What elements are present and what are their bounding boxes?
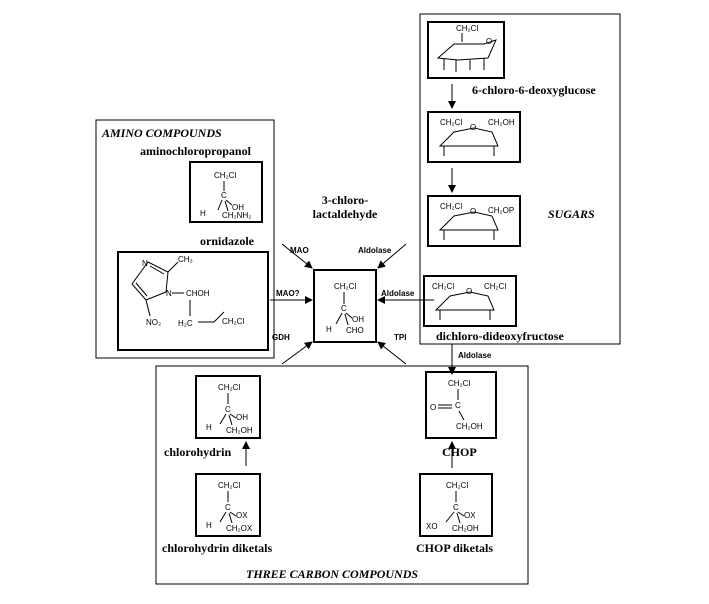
furanose-2-structure: CH₂Cl CH₂OP O: [427, 195, 521, 247]
chlorodeoxyglucose-structure: CH₂Cl O: [427, 21, 505, 79]
svg-text:CH₂Cl: CH₂Cl: [440, 118, 462, 127]
enzyme-aldolase-mid: Aldolase: [381, 289, 415, 298]
dichlorofructose-structure: CH₂Cl CH₂Cl O: [423, 275, 517, 327]
svg-text:NO₂: NO₂: [146, 318, 161, 327]
label-chlorohydrin-diketals: chlorohydrin diketals: [162, 541, 272, 555]
svg-text:O: O: [486, 37, 492, 46]
svg-text:CHO: CHO: [346, 326, 364, 335]
svg-text:OH: OH: [232, 203, 244, 212]
svg-text:CH₂OH: CH₂OH: [452, 524, 479, 533]
svg-text:C: C: [225, 405, 231, 414]
enzyme-tpi: TPI: [394, 333, 406, 342]
svg-text:H₂C: H₂C: [178, 319, 193, 328]
svg-text:CH₂Cl: CH₂Cl: [214, 171, 236, 180]
label-dichlorodideoxyfructose: dichloro-dideoxyfructose: [436, 329, 564, 343]
svg-text:XO: XO: [426, 522, 438, 531]
svg-text:CH₂Cl: CH₂Cl: [222, 317, 244, 326]
section-title-three-carbon: THREE CARBON COMPOUNDS: [246, 567, 418, 581]
svg-text:CH₂Cl: CH₂Cl: [440, 202, 462, 211]
label-ornidazole: ornidazole: [200, 234, 255, 248]
furanose-1-structure: CH₂Cl CH₂OH O: [427, 111, 521, 163]
svg-text:C: C: [453, 503, 459, 512]
enzyme-aldolase-down: Aldolase: [458, 351, 492, 360]
svg-text:N: N: [142, 259, 148, 268]
svg-text:H: H: [326, 325, 332, 334]
svg-text:O: O: [466, 287, 472, 296]
svg-text:C: C: [455, 401, 461, 410]
svg-text:CH₂OX: CH₂OX: [226, 524, 253, 533]
svg-text:CH₂Cl: CH₂Cl: [218, 481, 240, 490]
svg-text:CH₂Cl: CH₂Cl: [456, 24, 478, 33]
label-chop: CHOP: [442, 445, 477, 459]
svg-text:CH₂NH₂: CH₂NH₂: [222, 211, 251, 220]
svg-text:N: N: [166, 289, 172, 298]
svg-text:H: H: [206, 423, 212, 432]
svg-text:CH₂Cl: CH₂Cl: [218, 383, 240, 392]
svg-text:CH₃: CH₃: [178, 255, 193, 264]
svg-text:OX: OX: [464, 511, 476, 520]
svg-text:C: C: [341, 304, 347, 313]
label-chlorodeoxyglucose: 6-chloro-6-deoxyglucose: [472, 83, 596, 97]
svg-text:C: C: [225, 503, 231, 512]
svg-text:CH₂OH: CH₂OH: [226, 426, 253, 435]
label-lactaldehyde-1: 3-chloro-: [322, 193, 368, 207]
svg-text:O: O: [470, 207, 476, 216]
svg-text:CH₂OH: CH₂OH: [488, 118, 515, 127]
chlorohydrin-structure: CH₂Cl C OH H CH₂OH: [195, 375, 261, 439]
label-chlorohydrin: chlorohydrin: [164, 445, 231, 459]
svg-text:CHOH: CHOH: [186, 289, 210, 298]
svg-text:O: O: [470, 123, 476, 132]
three-carbon-panel: [155, 365, 529, 585]
svg-text:CH₂Cl: CH₂Cl: [334, 282, 356, 291]
enzyme-mao-question: MAO?: [276, 289, 300, 298]
section-title-sugars: SUGARS: [548, 207, 595, 221]
svg-text:OH: OH: [236, 413, 248, 422]
lactaldehyde-structure: CH₂Cl C OH H CHO: [313, 269, 377, 343]
chop-diketal-structure: CH₂Cl C OX XO CH₂OH: [419, 473, 493, 537]
svg-text:O: O: [430, 403, 436, 412]
svg-text:C: C: [221, 191, 227, 200]
svg-text:H: H: [200, 209, 206, 218]
arrow-tpi: [377, 341, 407, 365]
label-aminochloropropanol: aminochloropropanol: [140, 144, 252, 158]
amino-compounds-panel: [95, 119, 275, 359]
svg-text:CH₂OH: CH₂OH: [456, 422, 483, 431]
label-chop-diketals: CHOP diketals: [416, 541, 493, 555]
svg-text:CH₂OP: CH₂OP: [488, 206, 514, 215]
svg-text:CH₂Cl: CH₂Cl: [448, 379, 470, 388]
enzyme-gdh: GDH: [272, 333, 290, 342]
chop-structure: CH₂Cl C O CH₂OH: [425, 371, 497, 439]
arrow-mao: [281, 243, 313, 269]
svg-text:H: H: [206, 521, 212, 530]
aminochloropropanol-structure: CH₂Cl C OH H CH₂NH₂: [189, 161, 263, 223]
label-lactaldehyde-2: lactaldehyde: [313, 207, 378, 221]
section-title-amino: AMINO COMPOUNDS: [101, 126, 222, 140]
svg-text:CH₂Cl: CH₂Cl: [446, 481, 468, 490]
enzyme-mao: MAO: [290, 246, 309, 255]
svg-text:CH₂Cl: CH₂Cl: [432, 282, 454, 291]
svg-text:CH₂Cl: CH₂Cl: [484, 282, 506, 291]
sugars-panel: [419, 13, 621, 345]
svg-text:OX: OX: [236, 511, 248, 520]
chlorohydrin-diketal-structure: CH₂Cl C OX H CH₂OX: [195, 473, 261, 537]
enzyme-aldolase-top: Aldolase: [358, 246, 392, 255]
arrow-aldolase-top: [377, 243, 407, 269]
ornidazole-structure: CH₃ N N NO₂ CHOH H₂C CH₂Cl: [117, 251, 269, 351]
svg-text:OH: OH: [352, 315, 364, 324]
arrow-gdh: [281, 341, 313, 365]
